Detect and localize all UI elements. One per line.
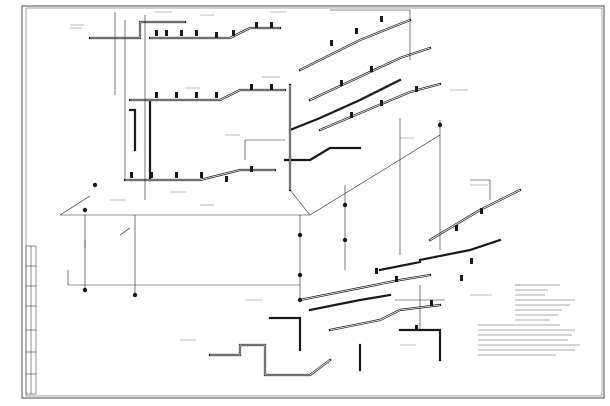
legend-block: [515, 284, 575, 321]
main-pipes: [88, 18, 522, 377]
fixtures: [130, 16, 483, 331]
left-title-strip: [25, 245, 37, 395]
notes-block: [478, 324, 580, 356]
floor-drains: [82, 122, 443, 303]
main-pipe-inner: [90, 19, 521, 376]
secondary-pipes: [59, 9, 491, 330]
sheet-frame: [21, 5, 605, 399]
annotation-marks: [70, 11, 492, 346]
